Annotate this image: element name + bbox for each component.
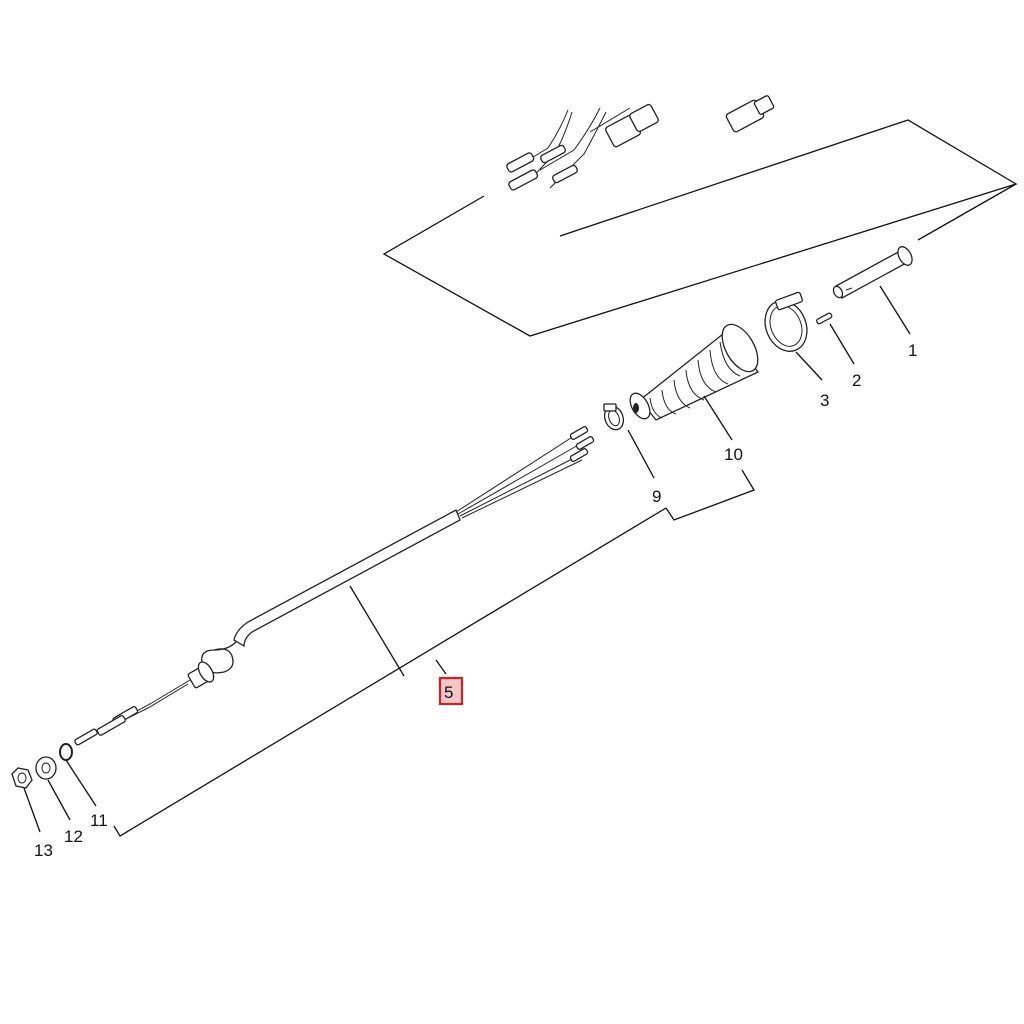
harness-connector-group-top	[506, 95, 775, 191]
part-5-cable-assembly	[74, 425, 595, 746]
callout-12: 12	[64, 827, 83, 846]
part-11-o-ring	[59, 743, 73, 761]
callout-10: 10	[724, 445, 743, 464]
callout-2: 2	[852, 371, 861, 390]
assembly-bracket	[113, 469, 755, 837]
part-13-nut	[11, 767, 33, 789]
callout-3: 3	[820, 391, 829, 410]
callout-5: 5	[444, 683, 453, 702]
callout-9: 9	[652, 487, 661, 506]
callout-13: 13	[34, 841, 53, 860]
callout-1: 1	[908, 341, 917, 360]
part-2-pin	[816, 312, 833, 325]
part-10-bellows-boot	[629, 323, 759, 421]
callout-11: 11	[90, 811, 108, 830]
inset-panel	[382, 119, 1018, 337]
part-9-small-clamp	[603, 403, 625, 431]
leader-lines	[23, 285, 911, 833]
callout-5-highlight[interactable]	[438, 676, 464, 706]
part-12-washer	[35, 756, 57, 780]
part-3-clamp	[764, 291, 808, 352]
part-1-shaft	[832, 246, 913, 299]
